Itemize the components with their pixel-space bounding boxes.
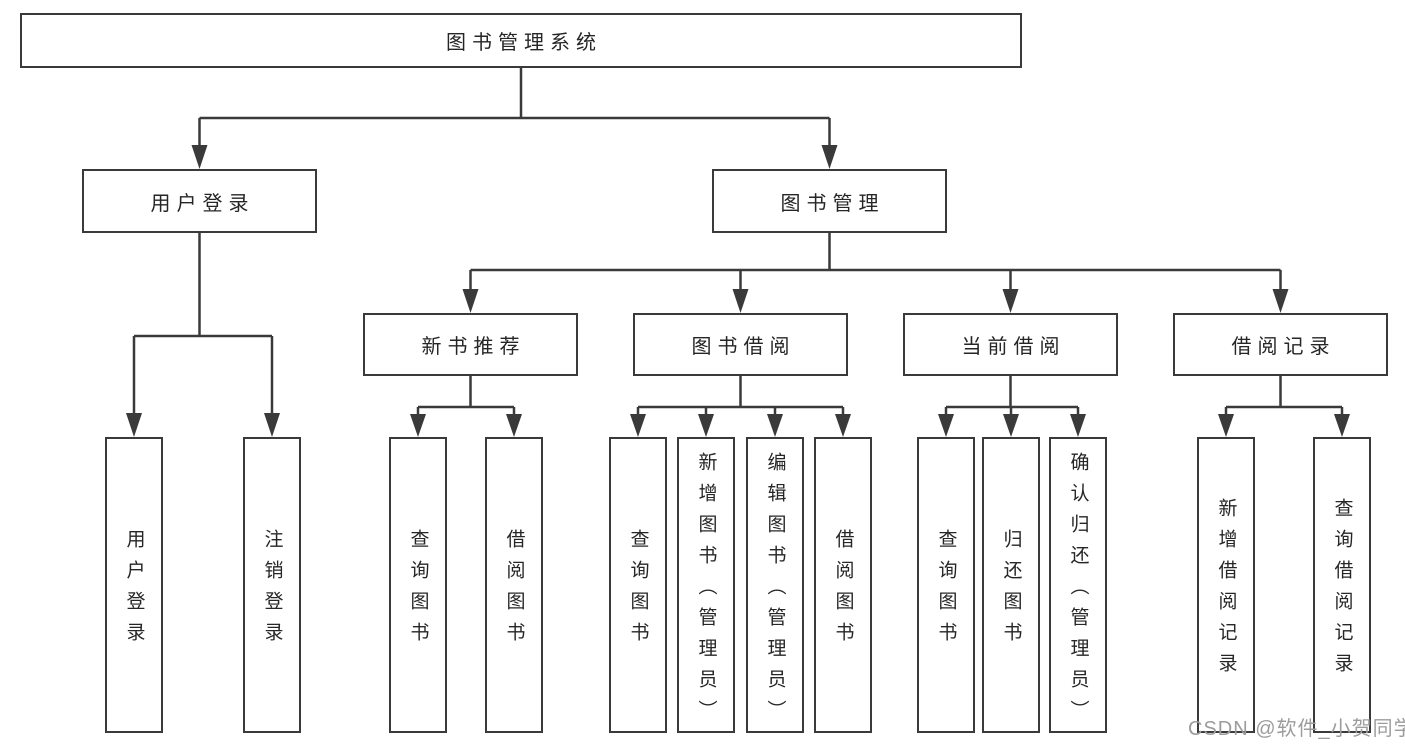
connector-book-mgmt	[462, 233, 1289, 313]
connector-new-book	[410, 376, 522, 437]
leaf-logout: 注销登录	[243, 437, 301, 733]
connector-user-login	[126, 233, 280, 437]
leaf-current-return-book-label: 归还图书	[1000, 529, 1022, 653]
leaf-record-query-record-label: 查询借阅记录	[1331, 498, 1353, 684]
connector-book-borrow	[630, 376, 851, 437]
leaf-borrow-query-book: 查询图书	[609, 437, 667, 733]
leaf-borrow-add-book-admin: 新增图书（管理员）	[677, 437, 735, 733]
node-book-mgmt: 图书管理	[712, 169, 947, 233]
node-new-book-recommend: 新书推荐	[363, 313, 578, 376]
leaf-record-query-record: 查询借阅记录	[1313, 437, 1371, 733]
watermark: CSDN @软件_小贺同学	[1188, 718, 1405, 740]
leaf-borrow-borrow-book: 借阅图书	[814, 437, 872, 733]
node-book-mgmt-label: 图书管理	[780, 192, 885, 215]
node-user-login-label: 用户登录	[150, 192, 255, 215]
node-book-borrow: 图书借阅	[633, 313, 848, 376]
leaf-record-add-record-label: 新增借阅记录	[1215, 498, 1237, 684]
leaf-borrow-edit-book-admin-label: 编辑图书（管理员）	[764, 451, 786, 731]
leaf-user-login: 用户登录	[105, 437, 163, 733]
node-new-book-recommend-label: 新书推荐	[421, 336, 526, 358]
leaf-logout-label: 注销登录	[261, 529, 283, 653]
leaf-current-confirm-return-admin-label: 确认归还（管理员）	[1067, 451, 1089, 731]
leaf-current-query-book-label: 查询图书	[935, 529, 957, 653]
leaf-newbook-borrow-book: 借阅图书	[485, 437, 543, 733]
leaf-newbook-query-book-label: 查询图书	[407, 529, 429, 653]
node-current-borrow-label: 当前借阅	[961, 336, 1066, 358]
leaf-borrow-borrow-book-label: 借阅图书	[832, 529, 854, 653]
node-borrow-record-label: 借阅记录	[1231, 336, 1336, 358]
leaf-record-add-record: 新增借阅记录	[1197, 437, 1255, 733]
node-root: 图书管理系统	[20, 13, 1022, 68]
leaf-user-login-label: 用户登录	[123, 529, 145, 653]
leaf-newbook-query-book: 查询图书	[389, 437, 447, 733]
leaf-newbook-borrow-book-label: 借阅图书	[503, 529, 525, 653]
connector-borrow-record	[1218, 376, 1350, 437]
node-current-borrow: 当前借阅	[903, 313, 1118, 376]
leaf-current-return-book: 归还图书	[982, 437, 1040, 733]
node-book-borrow-label: 图书借阅	[691, 336, 796, 358]
connector-current-borrow	[938, 376, 1086, 437]
leaf-borrow-edit-book-admin: 编辑图书（管理员）	[746, 437, 804, 733]
leaf-borrow-query-book-label: 查询图书	[627, 529, 649, 653]
node-borrow-record: 借阅记录	[1173, 313, 1388, 376]
leaf-current-query-book: 查询图书	[917, 437, 975, 733]
node-root-label: 图书管理系统	[446, 32, 602, 54]
leaf-borrow-add-book-admin-label: 新增图书（管理员）	[695, 451, 717, 731]
leaf-current-confirm-return-admin: 确认归还（管理员）	[1049, 437, 1107, 733]
connector-root	[191, 68, 838, 169]
node-user-login: 用户登录	[82, 169, 317, 233]
